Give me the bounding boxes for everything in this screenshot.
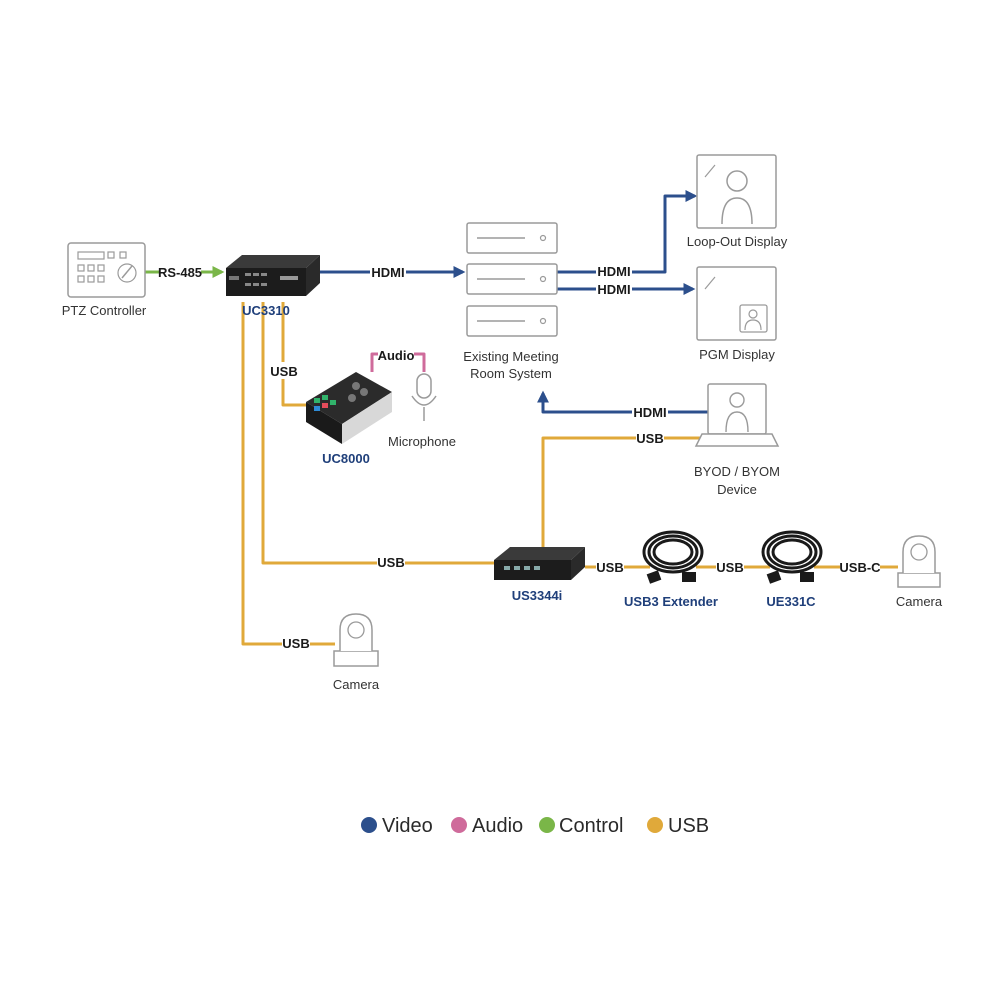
legend-item-control: Control	[539, 815, 623, 837]
legend-swatch-control	[539, 817, 555, 833]
ue331c-label: UE331C	[766, 594, 816, 609]
svg-text:RS-485: RS-485	[158, 265, 202, 280]
svg-text:USB: USB	[716, 560, 743, 575]
svg-text:HDMI: HDMI	[371, 265, 404, 280]
svg-text:USB: USB	[377, 555, 404, 570]
legend-label-usb: USB	[668, 815, 709, 837]
legend-item-usb: USB	[647, 815, 709, 837]
wire-label-hdmi-byod: HDMI	[632, 403, 668, 420]
camera-right-label: Camera	[896, 594, 943, 609]
wire-label-hdmi-pgm: HDMI	[596, 280, 632, 297]
ptz-controller-label: PTZ Controller	[62, 303, 147, 318]
meeting-system-label-line2: Room System	[470, 366, 552, 381]
ptz-controller-icon	[67, 242, 146, 298]
usb3-extender-label: USB3 Extender	[624, 594, 718, 609]
wire-label-audio: Audio	[378, 346, 415, 363]
video-wire-byod	[537, 390, 708, 414]
camera-bottom-label: Camera	[333, 677, 380, 692]
wire-label-usb-hub: USB	[377, 553, 405, 570]
byod-laptop-icon	[694, 383, 780, 447]
us3344i-label: US3344i	[512, 588, 563, 603]
byod-label-line1: BYOD / BYOM	[694, 464, 780, 479]
usb3-extender-cable-icon	[642, 530, 704, 584]
svg-text:Audio: Audio	[378, 348, 415, 363]
usb-wire-camera-bottom	[241, 302, 335, 646]
svg-text:USB-C: USB-C	[839, 560, 881, 575]
microphone-icon	[411, 373, 437, 421]
svg-text:USB: USB	[282, 636, 309, 651]
loop-out-display-label: Loop-Out Display	[687, 234, 788, 249]
svg-text:USB: USB	[270, 364, 297, 379]
legend: Video Audio Control USB	[361, 815, 709, 837]
usb-wire-uc8000	[281, 302, 306, 407]
wire-label-usbc: USB-C	[839, 558, 881, 575]
legend-label-audio: Audio	[472, 815, 523, 837]
ue331c-cable-icon	[761, 530, 823, 584]
svg-text:HDMI: HDMI	[633, 405, 666, 420]
uc8000-label: UC8000	[322, 451, 370, 466]
loop-out-display-icon	[696, 154, 777, 229]
pgm-display-label: PGM Display	[699, 347, 775, 362]
svg-text:USB: USB	[636, 431, 663, 446]
usb-wire-hub	[261, 302, 496, 565]
legend-swatch-audio	[451, 817, 467, 833]
uc3310-label: UC3310	[242, 303, 290, 318]
uc8000-device-icon	[306, 372, 392, 444]
legend-label-video: Video	[382, 815, 433, 837]
wire-label-usb-camera-bottom: USB	[282, 634, 310, 651]
pgm-display-icon	[696, 266, 777, 341]
svg-text:HDMI: HDMI	[597, 264, 630, 279]
uc3310-device-icon	[226, 255, 320, 296]
legend-swatch-usb	[647, 817, 663, 833]
camera-bottom-icon	[333, 613, 379, 667]
byod-label-line2: Device	[717, 482, 757, 497]
legend-swatch-video	[361, 817, 377, 833]
svg-text:HDMI: HDMI	[597, 282, 630, 297]
legend-label-control: Control	[559, 815, 623, 837]
wire-label-usb-byod: USB	[636, 429, 664, 446]
meeting-system-icon	[466, 222, 558, 337]
wire-label-usb-uc8000: USB	[270, 362, 298, 379]
wire-label-rs485: RS-485	[158, 263, 202, 280]
camera-right-icon	[897, 535, 941, 588]
legend-item-audio: Audio	[451, 815, 523, 837]
legend-item-video: Video	[361, 815, 433, 837]
wire-label-hdmi-loop: HDMI	[596, 262, 632, 279]
video-wire-loop-out	[557, 190, 698, 274]
meeting-system-label-line1: Existing Meeting	[463, 349, 558, 364]
wire-label-usb-ue331c: USB	[716, 558, 744, 575]
wire-label-hdmi-uc3310: HDMI	[370, 263, 406, 280]
wire-label-usb-extender: USB	[596, 558, 624, 575]
svg-text:USB: USB	[596, 560, 623, 575]
microphone-label: Microphone	[388, 434, 456, 449]
us3344i-device-icon	[494, 547, 585, 580]
